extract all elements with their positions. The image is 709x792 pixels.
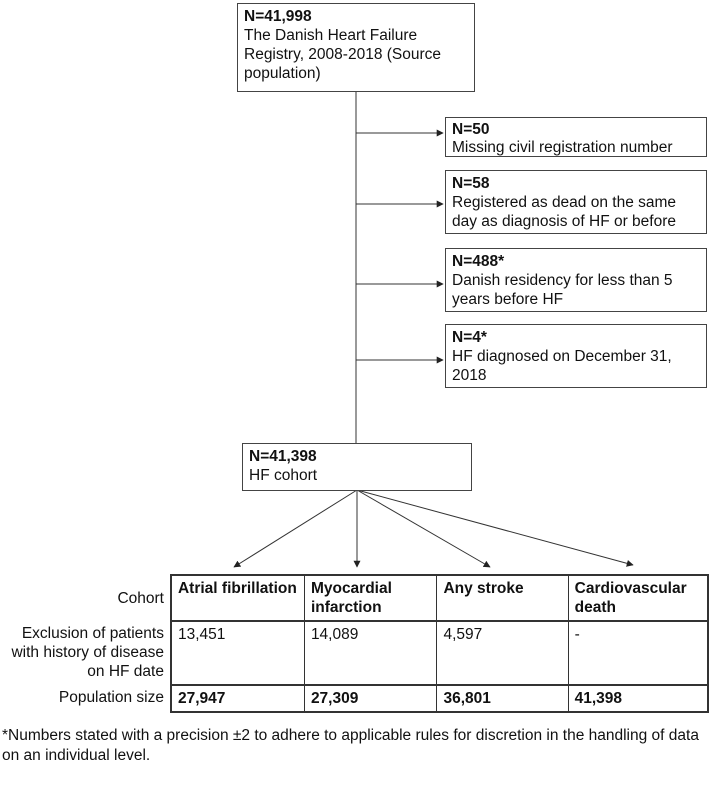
column-header-stroke: Any stroke <box>436 574 569 622</box>
column-header-cvd: Cardiovascular death <box>567 574 709 622</box>
column-header-af: Atrial fibrillation <box>169 574 305 622</box>
row-label-exclusion: Exclusion of patients with history of di… <box>11 625 164 680</box>
table-cell: 41,398 <box>567 684 709 713</box>
exclusion-reason: Danish residency for less than 5 years b… <box>452 272 673 308</box>
exclusion-box-dec31: N=4* HF diagnosed on December 31, 2018 <box>445 324 707 388</box>
cohort-arrow-stroke <box>356 489 491 568</box>
exclusion-count: N=488* <box>452 253 505 270</box>
table-cell: 14,089 <box>303 620 438 686</box>
table-cell: 27,309 <box>303 684 438 713</box>
table-cell: 36,801 <box>436 684 569 713</box>
exclusion-reason: Registered as dead on the same day as di… <box>452 194 677 230</box>
table-cell: 4,597 <box>436 620 569 686</box>
exclusion-box-missing-cpr: N=50 Missing civil registration number <box>445 117 707 157</box>
cohort-arrow-cvd <box>356 489 634 567</box>
row-label-population: Population size <box>58 689 164 706</box>
table-cell: - <box>567 620 709 686</box>
exclusion-count: N=50 <box>452 121 490 138</box>
cohort-arrow-af <box>233 489 358 568</box>
exclusion-box-dead: N=58 Registered as dead on the same day … <box>445 170 707 234</box>
row-label-cohort: Cohort <box>117 589 164 607</box>
source-population-count: N=41,998 <box>244 8 312 25</box>
hf-cohort-label: HF cohort <box>249 467 318 484</box>
exclusion-reason: HF diagnosed on December 31, 2018 <box>452 348 672 384</box>
footnote: *Numbers stated with a precision ±2 to a… <box>2 727 699 764</box>
table-row-population: Population size 27,947 27,309 36,801 41,… <box>0 684 709 713</box>
exclusion-count: N=4* <box>452 329 487 346</box>
source-population-label: The Danish Heart Failure Registry, 2008-… <box>244 27 442 82</box>
table-cell: 27,947 <box>169 684 305 713</box>
source-population-box: N=41,998 The Danish Heart Failure Regist… <box>237 3 475 92</box>
table-cell: 13,451 <box>169 620 305 686</box>
exclusion-box-residency: N=488* Danish residency for less than 5 … <box>445 248 707 312</box>
hf-cohort-count: N=41,398 <box>249 448 317 465</box>
exclusion-reason: Missing civil registration number <box>452 139 673 156</box>
table-row-cohort: Cohort Atrial fibrillation Myocardial in… <box>0 574 709 622</box>
exclusion-count: N=58 <box>452 175 490 192</box>
column-header-mi: Myocardial infarction <box>303 574 438 622</box>
hf-cohort-box: N=41,398 HF cohort <box>242 443 472 491</box>
table-row-exclusion: Exclusion of patients with history of di… <box>0 620 709 686</box>
cohort-table: Cohort Atrial fibrillation Myocardial in… <box>0 574 709 713</box>
